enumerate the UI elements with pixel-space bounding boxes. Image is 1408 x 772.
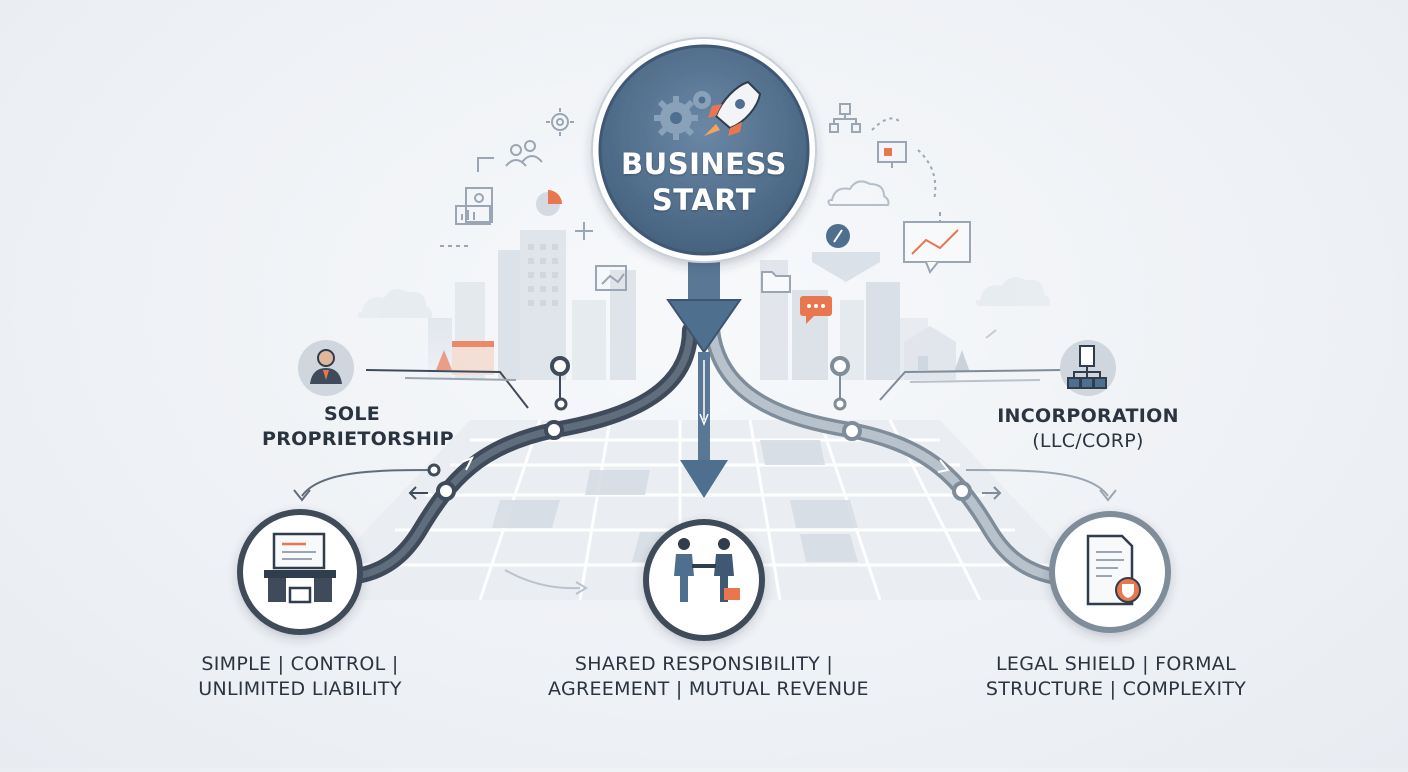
incorporation-node bbox=[1049, 511, 1171, 633]
document-shield-icon bbox=[1086, 534, 1141, 606]
org-chart-small-icon bbox=[829, 103, 861, 133]
sole-title-line1: SOLE bbox=[323, 403, 381, 425]
chat-bubble-icon bbox=[800, 296, 832, 324]
incorporation-description: LEGAL SHIELD | FORMAL STRUCTURE | COMPLE… bbox=[984, 652, 1248, 702]
hub-title: BUSINESS START bbox=[612, 146, 796, 218]
incorporation-title: INCORPORATION (LLC/CORP) bbox=[996, 404, 1180, 454]
line-chart-icon bbox=[903, 221, 971, 274]
person-icon bbox=[310, 349, 342, 384]
gears-icon bbox=[654, 91, 711, 140]
partnership-description: SHARED RESPONSIBILITY | AGREEMENT | MUTU… bbox=[548, 652, 869, 702]
road-nodes bbox=[427, 356, 972, 501]
org-chart-icon bbox=[1067, 345, 1107, 389]
partnership-desc-line1: SHARED RESPONSIBILITY | bbox=[574, 653, 834, 675]
handshake-photo-icon bbox=[595, 265, 627, 291]
pie-chart-icon bbox=[536, 190, 562, 216]
floating-icons bbox=[440, 103, 997, 339]
team-icon bbox=[505, 140, 543, 167]
hub-title-line2: START bbox=[651, 183, 757, 217]
incorporation-desc-line1: LEGAL SHIELD | FORMAL bbox=[996, 653, 1236, 675]
rocket-icon bbox=[704, 80, 762, 136]
handshake-icon bbox=[674, 538, 740, 602]
partnership-desc-line2: AGREEMENT | MUTUAL REVENUE bbox=[548, 678, 869, 700]
sole-title: SOLE PROPRIETORSHIP bbox=[262, 402, 454, 452]
sole-desc-line1: SIMPLE | CONTROL | bbox=[201, 653, 399, 675]
incorporation-desc-line2: STRUCTURE | COMPLEXITY bbox=[985, 678, 1247, 700]
rocket-badge-icon bbox=[826, 224, 850, 248]
incorporation-badge bbox=[1060, 340, 1116, 396]
incorporation-title-line2: (LLC/CORP) bbox=[1032, 430, 1144, 452]
move-arrows-icon bbox=[575, 222, 593, 240]
sole-title-line2: PROPRIETORSHIP bbox=[262, 428, 454, 450]
sole-badge bbox=[298, 340, 354, 396]
profile-chart-icon bbox=[455, 187, 493, 225]
incorporation-title-line1: INCORPORATION bbox=[997, 405, 1179, 427]
gear-small-icon bbox=[546, 108, 574, 136]
sole-node bbox=[237, 509, 363, 635]
sole-desc-line2: UNLIMITED LIABILITY bbox=[198, 678, 402, 700]
partnership-node bbox=[643, 519, 765, 641]
folder-icon bbox=[761, 271, 791, 293]
desk-icon bbox=[264, 532, 336, 604]
branch-paths bbox=[292, 322, 1118, 588]
monitor-chart-icon bbox=[877, 141, 907, 168]
sole-description: SIMPLE | CONTROL | UNLIMITED LIABILITY bbox=[178, 652, 422, 702]
arrow-connector-icon bbox=[477, 157, 494, 172]
map-grid bbox=[300, 419, 1110, 601]
hub-title-line1: BUSINESS bbox=[621, 147, 787, 181]
central-down-arrow bbox=[666, 228, 742, 498]
